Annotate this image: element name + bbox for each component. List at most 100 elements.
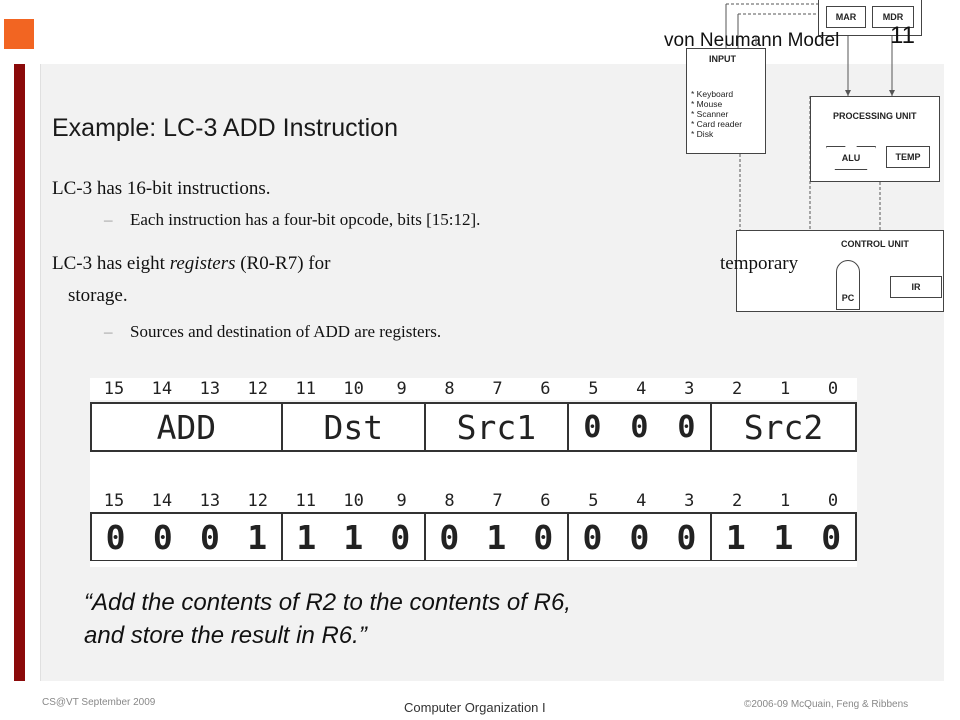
bit-number: 9 — [396, 379, 407, 399]
bullet-registers: LC-3 has eight registers (R0-R7) for — [52, 253, 330, 275]
encoded-bit: 0 — [200, 517, 220, 557]
bit-number: 13 — [199, 379, 221, 399]
input-box: INPUT * Keyboard * Mouse * Scanner * Car… — [686, 48, 766, 154]
table-spacer — [90, 452, 857, 490]
bit-number: 8 — [444, 379, 455, 399]
quote-line: and store the result in R6.” — [84, 622, 367, 649]
bit-number: 8 — [444, 491, 455, 511]
bit-number: 10 — [343, 379, 364, 399]
input-devices-list: * Keyboard * Mouse * Scanner * Card read… — [691, 89, 742, 139]
footer-right: ©2006-09 McQuain, Feng & Ribbens — [744, 699, 909, 710]
bit-number: 11 — [295, 491, 316, 511]
field-zero-bit: 0 — [677, 409, 696, 445]
bullet-registers-right: temporary — [720, 253, 799, 274]
encoded-bit: 0 — [105, 517, 126, 557]
encoded-bit: 0 — [152, 517, 173, 557]
field-src1: Src1 — [426, 404, 569, 450]
example-explanation-quote: “Add the contents of R2 to the contents … — [84, 586, 571, 652]
bullet-registers-post: (R0-R7) for — [235, 253, 331, 274]
bit-number: 4 — [636, 491, 647, 511]
encoded-bit: 1 — [343, 517, 364, 557]
bullet-registers-continuation: storage. — [68, 285, 128, 306]
encoded-bit: 0 — [629, 517, 650, 557]
input-item: * Card reader — [691, 119, 743, 129]
encoded-bit: 0 — [439, 517, 460, 557]
encoded-dst: 1 1 0 — [283, 514, 426, 560]
processing-unit-label: PROCESSING UNIT — [833, 111, 917, 121]
bit-number: 2 — [732, 379, 743, 399]
bit-number: 14 — [151, 379, 173, 399]
bit-number: 2 — [732, 491, 743, 511]
encoded-src2: 1 1 0 — [712, 514, 855, 560]
content-panel — [40, 64, 944, 681]
encoded-bit: 1 — [773, 517, 794, 557]
bit-number: 3 — [684, 491, 695, 511]
bit-number: 15 — [103, 491, 125, 511]
bit-number-row: 15 14 13 12 11 10 9 8 7 6 5 4 3 2 1 0 — [90, 490, 857, 512]
field-zero-bit: 0 — [583, 409, 602, 445]
bullet-registers-pre: LC-3 has eight — [52, 253, 170, 274]
bullet-registers-emphasis: registers — [169, 253, 236, 274]
pc-register: PC — [836, 260, 860, 310]
ir-register: IR — [890, 276, 942, 298]
slide-title: Example: LC-3 ADD Instruction — [52, 114, 398, 142]
sub-bullet-dash: – — [104, 322, 113, 341]
bit-number: 5 — [588, 379, 599, 399]
input-item: * Keyboard — [691, 89, 734, 99]
input-label: INPUT — [709, 54, 736, 64]
bit-number: 7 — [492, 379, 503, 399]
bit-number: 7 — [492, 491, 503, 511]
encoded-instruction-row: 0 0 0 1 1 1 0 0 1 0 0 0 0 1 1 0 — [90, 512, 857, 562]
encoded-bit: 1 — [296, 517, 317, 557]
encoded-opcode: 0 0 0 1 — [92, 514, 283, 560]
input-item: * Mouse — [691, 99, 723, 109]
mdr-register: MDR — [872, 6, 914, 28]
encoded-bit: 1 — [725, 517, 746, 557]
encoded-zeros: 0 0 0 — [569, 514, 712, 560]
input-item: * Scanner — [691, 109, 729, 119]
bit-number: 3 — [684, 379, 695, 399]
table-spacer — [90, 561, 857, 567]
field-src2: Src2 — [743, 407, 824, 447]
encoded-bit: 0 — [821, 517, 842, 557]
diagram-title: von Neumann Model — [664, 30, 840, 51]
quote-line: “Add the contents of R2 to the contents … — [84, 589, 571, 616]
bit-number: 4 — [636, 379, 647, 399]
bullet-instruction-size: LC-3 has 16-bit instructions. — [52, 178, 271, 199]
encoded-bit: 0 — [533, 517, 554, 557]
encoded-bit: 0 — [390, 517, 411, 557]
sub-bullet-dash: – — [104, 210, 113, 229]
mar-register: MAR — [826, 6, 866, 28]
control-unit-label: CONTROL UNIT — [841, 239, 909, 249]
encoded-bit: 1 — [247, 517, 268, 557]
bit-number: 0 — [827, 491, 839, 511]
bit-number: 9 — [396, 491, 407, 511]
bit-number: 1 — [779, 491, 791, 511]
bit-number: 0 — [827, 379, 839, 399]
bit-number: 5 — [588, 491, 599, 511]
slide-number: 11 — [890, 22, 915, 49]
encoded-bit: 0 — [582, 517, 603, 557]
bit-number-row: 15 14 13 12 11 10 9 8 7 6 5 4 3 2 1 0 — [90, 378, 857, 400]
footer-left: CS@VT September 2009 — [42, 697, 156, 708]
bit-number: 6 — [540, 491, 551, 511]
instruction-format-row: ADD Dst Src1 0 0 0 Src2 — [90, 402, 857, 452]
bit-number: 13 — [199, 491, 221, 511]
bit-number: 6 — [540, 379, 551, 399]
field-opcode: ADD — [92, 404, 283, 450]
processing-unit-box: PROCESSING UNIT — [810, 96, 940, 182]
side-accent-bar — [14, 64, 25, 681]
bit-number: 10 — [343, 491, 364, 511]
bit-number: 11 — [295, 379, 316, 399]
field-zero-bit: 0 — [630, 409, 649, 445]
footer-center: Computer Organization I — [404, 700, 546, 715]
sub-bullet-opcode: Each instruction has a four-bit opcode, … — [130, 210, 481, 229]
bit-number: 12 — [247, 491, 269, 511]
temp-register: TEMP — [886, 146, 930, 168]
bit-number: 15 — [103, 379, 125, 399]
encoded-bit: 0 — [676, 517, 697, 557]
bit-number: 12 — [247, 379, 269, 399]
encoded-bit: 1 — [486, 517, 507, 557]
input-item: * Disk — [691, 129, 714, 139]
field-zeros: 0 0 0 — [569, 404, 712, 450]
